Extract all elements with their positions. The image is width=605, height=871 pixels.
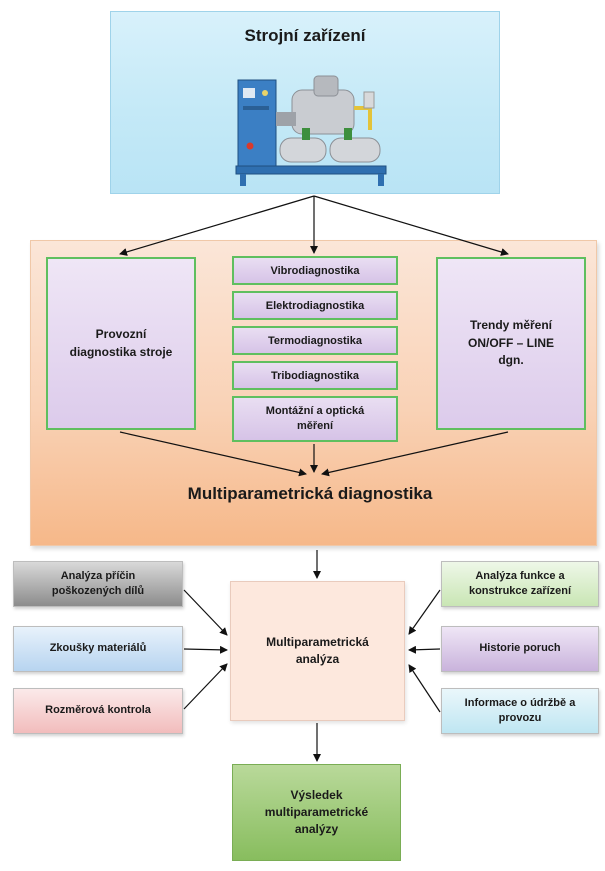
multiparametric-analysis-label: Multiparametrická analýza xyxy=(266,635,369,666)
arrow-right-to-diagnostics xyxy=(321,431,509,477)
input-box-function-analysis: Analýza funkce a konstrukce zařízení xyxy=(441,561,599,607)
operational-diagnostics-label: Provozní diagnostika stroje xyxy=(69,327,173,359)
arrow-failure-history-to-analysis xyxy=(408,645,441,654)
method-label: Tribodiagnostika xyxy=(270,369,359,382)
measurement-trends-box: Trendy měření ON/OFF – LINE dgn. xyxy=(436,257,586,430)
measurement-trends-label: Trendy měření ON/OFF – LINE dgn. xyxy=(467,318,554,368)
method-label: Vibrodiagnostika xyxy=(270,264,360,277)
operational-diagnostics-box: Provozní diagnostika stroje xyxy=(46,257,196,430)
input-box-failure-analysis: Analýza příčin poškozených dílů xyxy=(13,561,183,607)
input-label: Informace o údržbě a provozu xyxy=(464,696,576,724)
input-label: Analýza funkce a konstrukce zařízení xyxy=(468,569,572,597)
arrow-machine-to-right xyxy=(313,195,509,256)
machine-box: Strojní zařízení xyxy=(110,11,500,194)
arrow-function-analysis-to-analysis xyxy=(408,589,441,635)
input-box-maintenance-info: Informace o údržbě a provozu xyxy=(441,688,599,734)
input-label: Rozměrová kontrola xyxy=(45,704,151,717)
method-box-vibro: Vibrodiagnostika xyxy=(232,256,398,285)
machine-image xyxy=(235,75,387,186)
method-box-optical: Montážní a optická měření xyxy=(232,396,398,442)
method-label: Montážní a optická měření xyxy=(265,404,365,432)
arrow-maintenance-info-to-analysis xyxy=(408,664,441,713)
result-label: Výsledek multiparametrické analýzy xyxy=(264,788,369,836)
multiparametric-analysis-box: Multiparametrická analýza xyxy=(230,581,405,721)
method-box-electro: Elektrodiagnostika xyxy=(232,291,398,320)
input-box-dimensional-check: Rozměrová kontrola xyxy=(13,688,183,734)
arrow-left-to-diagnostics xyxy=(119,431,307,477)
arrow-material-tests-to-analysis xyxy=(183,645,228,654)
input-box-failure-history: Historie poruch xyxy=(441,626,599,672)
method-label: Termodiagnostika xyxy=(268,334,362,347)
input-label: Historie poruch xyxy=(479,642,561,655)
multiparametric-diagnostics-title: Multiparametrická diagnostika xyxy=(187,484,433,503)
input-box-material-tests: Zkoušky materiálů xyxy=(13,626,183,672)
method-box-tribo: Tribodiagnostika xyxy=(232,361,398,390)
result-box: Výsledek multiparametrické analýzy xyxy=(232,764,401,861)
input-label: Zkoušky materiálů xyxy=(49,642,147,655)
method-box-thermo: Termodiagnostika xyxy=(232,326,398,355)
machine-title: Strojní zařízení xyxy=(244,26,366,45)
arrow-dimensional-check-to-analysis xyxy=(183,663,228,710)
arrow-failure-analysis-to-analysis xyxy=(183,589,228,636)
method-label: Elektrodiagnostika xyxy=(265,299,365,312)
arrow-machine-to-left xyxy=(119,195,315,256)
input-label: Analýza příčin poškozených dílů xyxy=(51,569,145,597)
